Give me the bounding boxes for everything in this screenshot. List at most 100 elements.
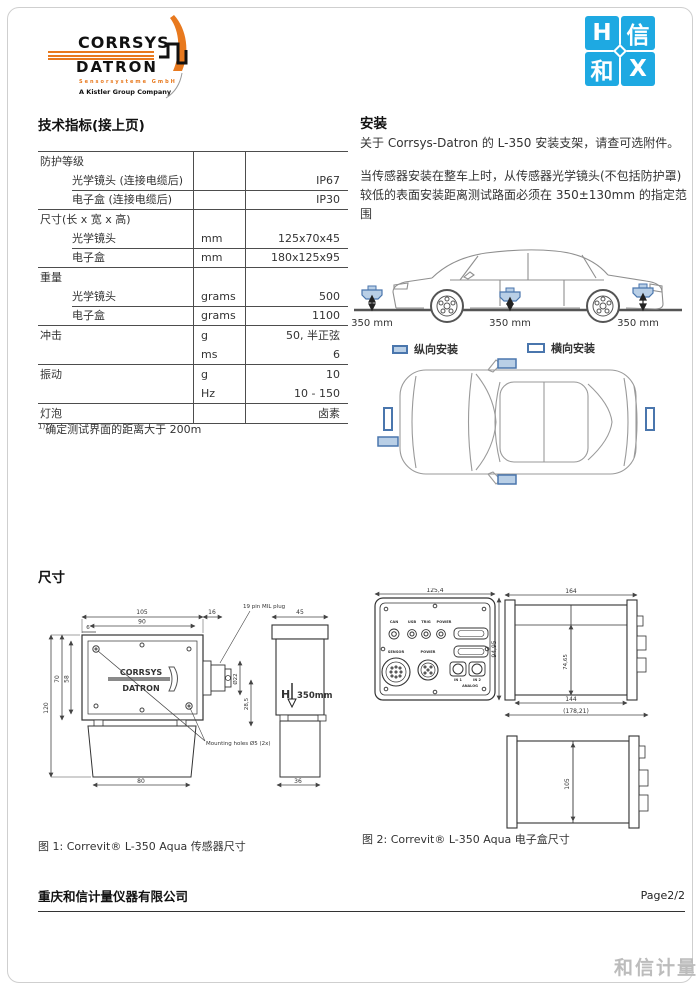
spec-row: 灯泡 卤素 <box>38 403 348 424</box>
plug-label: 19 pin MIL plug <box>243 604 285 610</box>
fig2-caption: 图 2: Correvit® L-350 Aqua 电子盒尺寸 <box>362 833 570 846</box>
car-outline <box>392 249 664 310</box>
logo-stripe <box>48 51 154 53</box>
device-logo-bar <box>108 677 170 681</box>
fig2-drawing: CAN USB TRIG POWER SENSOR POWER IN 1 IN … <box>374 588 649 829</box>
spec-label: 灯泡 <box>40 407 62 420</box>
spec-unit: mm <box>193 229 245 248</box>
dim-45: 45 <box>296 609 304 616</box>
footnote-marker: 1) <box>38 422 46 431</box>
panel-label-power: POWER <box>437 620 452 624</box>
spec-value: 125x70x45 <box>245 229 348 248</box>
spec-value: 卤素 <box>245 404 348 423</box>
spec-label: 光学镜头 (连接电缆后) <box>72 174 184 187</box>
dim-178-21: (178,21) <box>563 708 589 715</box>
logo-stripe <box>48 58 154 60</box>
dim-58: 58 <box>64 675 71 683</box>
legend-lateral: 横向安装 <box>527 340 595 356</box>
spec-value: 1100 <box>245 306 348 325</box>
dimension-lines <box>374 591 649 822</box>
footnote-text: 确定测试界面的距离大于 200m <box>45 423 202 436</box>
legend-longitudinal: 纵向安装 <box>392 341 458 357</box>
dim-94-95: 94,95 <box>491 640 498 657</box>
spec-unit <box>193 171 245 190</box>
panel-label-usb: USB <box>408 620 417 624</box>
device-logo-sail-icon <box>168 666 178 692</box>
sensor-side-view <box>271 624 329 778</box>
ebox-lower-view <box>506 735 649 829</box>
dim-80: 80 <box>137 778 145 785</box>
dim-105-lower: 105 <box>564 778 571 790</box>
car-side-figure: 350 mm 350 mm 350 mm <box>351 249 682 329</box>
spec-unit: Hz <box>193 384 245 403</box>
device-logo-datron: DATRON <box>122 684 159 693</box>
spec-value <box>245 210 348 229</box>
spec-value <box>245 152 348 171</box>
dim-70: 70 <box>54 675 61 683</box>
spec-unit: mm <box>193 248 245 267</box>
dim-105: 105 <box>136 609 148 616</box>
footer-company: 重庆和信计量仪器有限公司 <box>38 889 189 904</box>
spec-row: 电子盒 (连接电缆后)IP30 <box>38 190 348 209</box>
hexin-logo: H 信 和 X <box>585 16 655 86</box>
car-top-figure <box>377 358 655 485</box>
panel-label-in2: IN 2 <box>473 678 481 682</box>
spec-unit: g <box>193 326 245 345</box>
longitudinal-mount-icon <box>392 344 408 354</box>
spec-unit: grams <box>193 306 245 325</box>
hx-tile-he: 和 <box>585 52 619 86</box>
dim-125-4: 125,4 <box>426 588 443 594</box>
h-arrowhead <box>287 698 297 709</box>
device-logo-corrsys: CORRSYS <box>120 668 163 677</box>
specs-table: 防护等级 光学镜头 (连接电缆后)IP67 电子盒 (连接电缆后)IP30 尺寸… <box>38 151 348 424</box>
spec-label: 重量 <box>40 271 62 284</box>
car-top-outline <box>399 359 638 485</box>
panel-screws <box>380 603 490 695</box>
dim-dia22: Ø22 <box>232 673 239 684</box>
screw-hole <box>92 642 193 713</box>
spec-label: 冲击 <box>40 329 62 342</box>
spec-value: 10 <box>245 365 348 384</box>
spec-label: 电子盒 (连接电缆后) <box>72 193 173 206</box>
dim-164: 164 <box>565 588 577 595</box>
hx-tile-x: X <box>621 52 655 86</box>
panel-label-in1: IN 1 <box>454 678 462 682</box>
legend-longitudinal-label: 纵向安装 <box>414 343 458 356</box>
panel-connectors <box>381 627 489 687</box>
spec-value: 500 <box>245 287 348 306</box>
logo-stripe <box>48 54 154 57</box>
panel-label-can: CAN <box>390 620 398 624</box>
spec-label: 尺寸(长 x 宽 x 高) <box>40 213 131 226</box>
corrsys-datron-logo: CORRSYS DATRON Sensorsysteme GmbH A Kist… <box>48 13 198 101</box>
mounting-holes-label: Mounting holes Ø5 (2x) <box>206 740 271 747</box>
spec-row: 重量 <box>38 267 348 287</box>
install-para-1: 关于 Corrsys-Datron 的 L-350 安装支架，请查可选附件。 <box>360 136 680 150</box>
spec-unit: ms <box>193 345 245 364</box>
spec-unit: g <box>193 365 245 384</box>
dim-90: 90 <box>138 619 146 626</box>
footer-divider <box>38 911 685 912</box>
install-title: 安装 <box>360 116 387 132</box>
install-para-2: 当传感器安装在整车上时，从传感器光学镜头(不包括防护罩)较低的表面安装距离测试路… <box>360 169 687 221</box>
spec-value: IP67 <box>245 171 348 190</box>
panel-label-trig: TRIG <box>421 620 431 624</box>
logo-subtitle-1: Sensorsysteme GmbH <box>79 79 177 85</box>
logo-subtitle-2: A Kistler Group Company <box>79 88 172 96</box>
dim-74-65: 74,65 <box>563 654 569 670</box>
specs-title: 技术指标(接上页) <box>38 118 145 134</box>
dimensions-title: 尺寸 <box>38 570 65 586</box>
legend-lateral-label: 横向安装 <box>551 342 595 355</box>
panel-label-sensor: SENSOR <box>388 650 405 654</box>
spec-label: 光学镜头 <box>72 290 116 303</box>
panel-label-analog: ANALOG <box>462 684 478 688</box>
dim-28-5: 28,5 <box>244 697 250 710</box>
hx-tile-h: H <box>585 16 619 50</box>
distance-label-3: 350 mm <box>617 318 659 329</box>
